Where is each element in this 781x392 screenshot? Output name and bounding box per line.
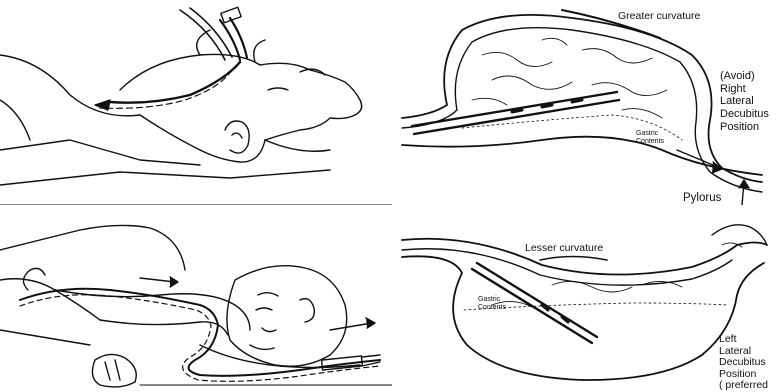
left-position-label: Left Lateral Decubitus Position ( prefer… <box>719 334 768 392</box>
gastric-contents-bottom-label: Gastric Contents <box>478 296 506 312</box>
greater-curvature-label: Greater curvature <box>618 10 700 22</box>
left-position-line: ( preferred <box>719 380 768 392</box>
right-position-label: (Avoid) Right Lateral Decubitus Position <box>720 70 769 133</box>
left-position-line: Decubitus <box>719 357 768 369</box>
right-position-line: Lateral <box>720 95 769 108</box>
supine-patient-illustration <box>0 0 392 205</box>
right-position-line: Position <box>720 121 769 134</box>
lateral-patient-illustration <box>0 210 392 392</box>
right-position-line: (Avoid) <box>720 70 769 83</box>
right-position-line: Decubitus <box>720 108 769 121</box>
right-position-line: Right <box>720 83 769 96</box>
pylorus-label: Pylorus <box>683 192 721 205</box>
lesser-curvature-label: Lesser curvature <box>525 242 603 254</box>
left-position-line: Left <box>719 334 768 346</box>
gastric-contents-top-label: Gastric Contents <box>636 130 664 146</box>
